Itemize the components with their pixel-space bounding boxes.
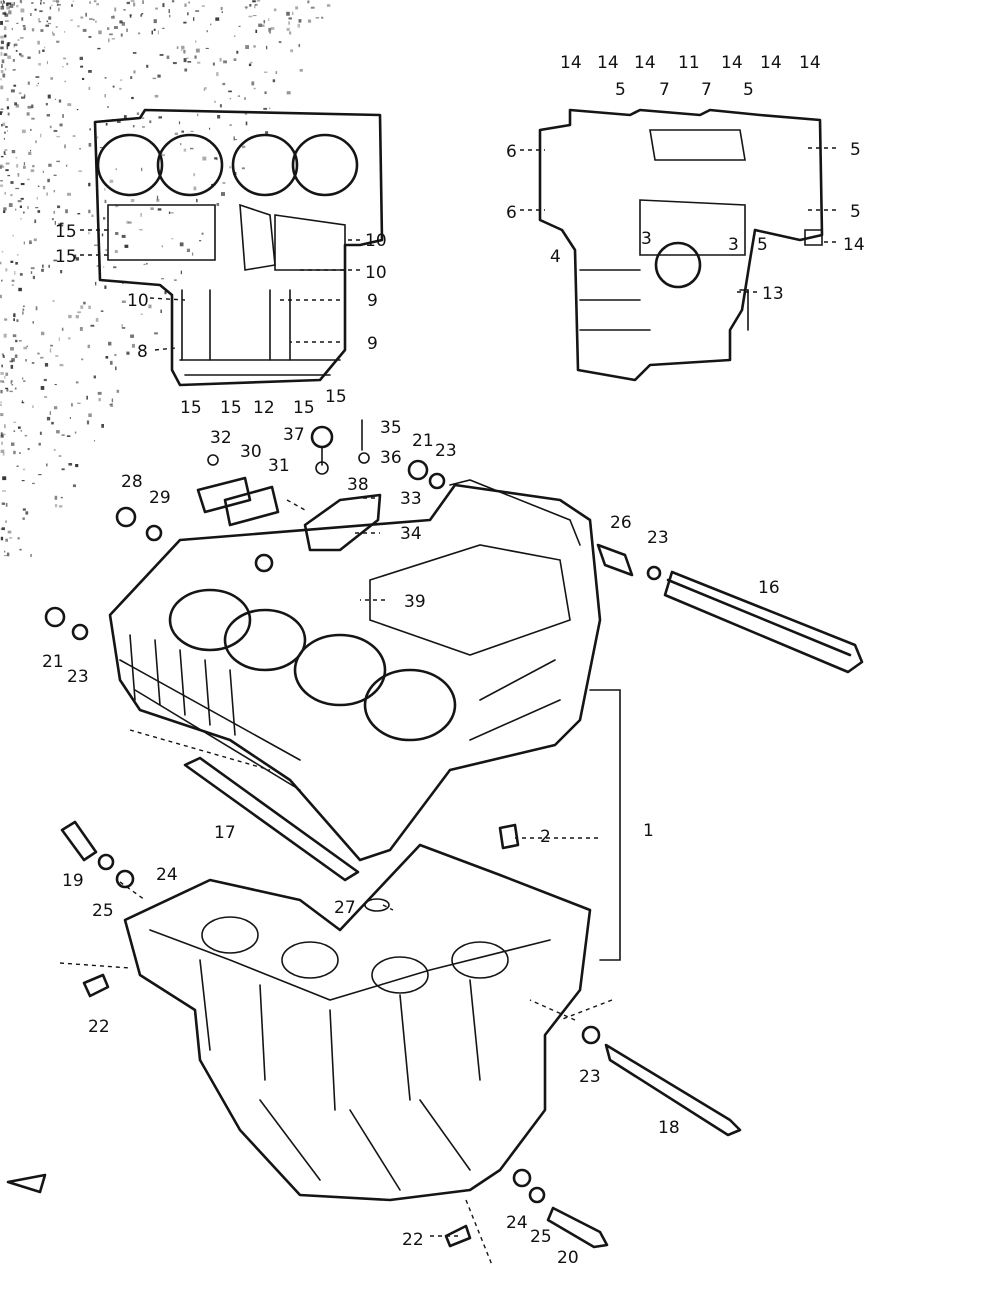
callout-label: 1 — [643, 821, 654, 841]
callout-label: 24 — [156, 865, 178, 885]
callout-label: 24 — [506, 1213, 528, 1233]
callout-label: 6 — [506, 142, 517, 162]
callout-label: 9 — [367, 334, 378, 354]
bolt-17 — [183, 756, 360, 882]
callout-label: 5 — [850, 202, 861, 222]
callout-label: 4 — [550, 247, 561, 267]
callout-label: 14 — [721, 53, 743, 73]
callout-label: 23 — [647, 528, 669, 548]
callout-label: 14 — [799, 53, 821, 73]
callout-label: 26 — [610, 513, 632, 533]
callout-label: 5 — [757, 235, 768, 255]
callout-label: 5 — [615, 80, 626, 100]
callout-label: 33 — [400, 489, 422, 509]
crankcase-right-view — [538, 108, 824, 382]
callout-label: 10 — [365, 231, 387, 251]
callout-label: 25 — [92, 901, 114, 921]
callout-label: 13 — [762, 284, 784, 304]
callout-label: 23 — [435, 441, 457, 461]
callout-label: 11 — [678, 53, 700, 73]
callout-label: 2 — [540, 827, 551, 847]
callout-label: 36 — [380, 448, 402, 468]
callout-label: 6 — [506, 203, 517, 223]
plug-and-long-bolt — [596, 543, 864, 674]
callout-label: 28 — [121, 472, 143, 492]
callout-label: 15 — [220, 398, 242, 418]
callout-label: 17 — [214, 823, 236, 843]
assembly-bracket — [589, 689, 621, 961]
callout-label: 37 — [283, 425, 305, 445]
callout-label: 5 — [743, 80, 754, 100]
callout-label: 8 — [137, 342, 148, 362]
callout-label: 14 — [760, 53, 782, 73]
callout-label: 7 — [701, 80, 712, 100]
callout-label: 15 — [55, 222, 77, 242]
callout-label: 25 — [530, 1227, 552, 1247]
lower-fasteners — [6, 820, 742, 1249]
callout-label: 7 — [659, 80, 670, 100]
breather-cover-parts — [44, 419, 446, 641]
callout-label: 35 — [380, 418, 402, 438]
callout-label: 29 — [149, 488, 171, 508]
callout-label: 3 — [641, 229, 652, 249]
callout-label: 23 — [579, 1067, 601, 1087]
callout-label: 10 — [127, 291, 149, 311]
callout-label: 14 — [560, 53, 582, 73]
upper-left-labels: 15 15 10 10 10 9 9 8 15 15 12 15 15 — [55, 222, 387, 418]
callout-label: 5 — [850, 140, 861, 160]
callout-label: 21 — [42, 652, 64, 672]
lower-crankcase-half — [123, 843, 592, 1202]
callout-label: 23 — [67, 667, 89, 687]
callout-label: 15 — [180, 398, 202, 418]
callout-label: 27 — [334, 898, 356, 918]
callout-label: 31 — [268, 456, 290, 476]
callout-label: 9 — [367, 291, 378, 311]
callout-label: 22 — [88, 1017, 110, 1037]
callout-label: 10 — [365, 263, 387, 283]
callout-label: 3 — [728, 235, 739, 255]
callout-label: 30 — [240, 442, 262, 462]
callout-label: 34 — [400, 524, 422, 544]
callout-label: 14 — [634, 53, 656, 73]
callout-label: 15 — [325, 387, 347, 407]
callout-label: 15 — [55, 247, 77, 267]
callout-label: 32 — [210, 428, 232, 448]
callout-label: 14 — [597, 53, 619, 73]
upper-crankcase-half — [108, 479, 602, 862]
callout-label: 15 — [293, 398, 315, 418]
callout-label: 20 — [557, 1248, 579, 1268]
callout-label: 22 — [402, 1230, 424, 1250]
callout-label: 14 — [843, 235, 865, 255]
upper-right-labels: 14 14 14 11 14 14 14 5 7 7 5 6 5 6 5 4 3… — [506, 53, 865, 304]
callout-label: 16 — [758, 578, 780, 598]
callout-label: 38 — [347, 475, 369, 495]
leader-lines — [59, 147, 836, 1266]
main-labels: 32 30 31 37 35 36 21 23 38 33 34 28 29 2… — [42, 418, 780, 1268]
upper-crankcase-bottom-view — [93, 108, 384, 387]
callout-label: 19 — [62, 871, 84, 891]
scan-noise — [0, 0, 331, 557]
callout-label: 18 — [658, 1118, 680, 1138]
callout-label: 21 — [412, 431, 434, 451]
callout-label: 12 — [253, 398, 275, 418]
callout-label: 39 — [404, 592, 426, 612]
